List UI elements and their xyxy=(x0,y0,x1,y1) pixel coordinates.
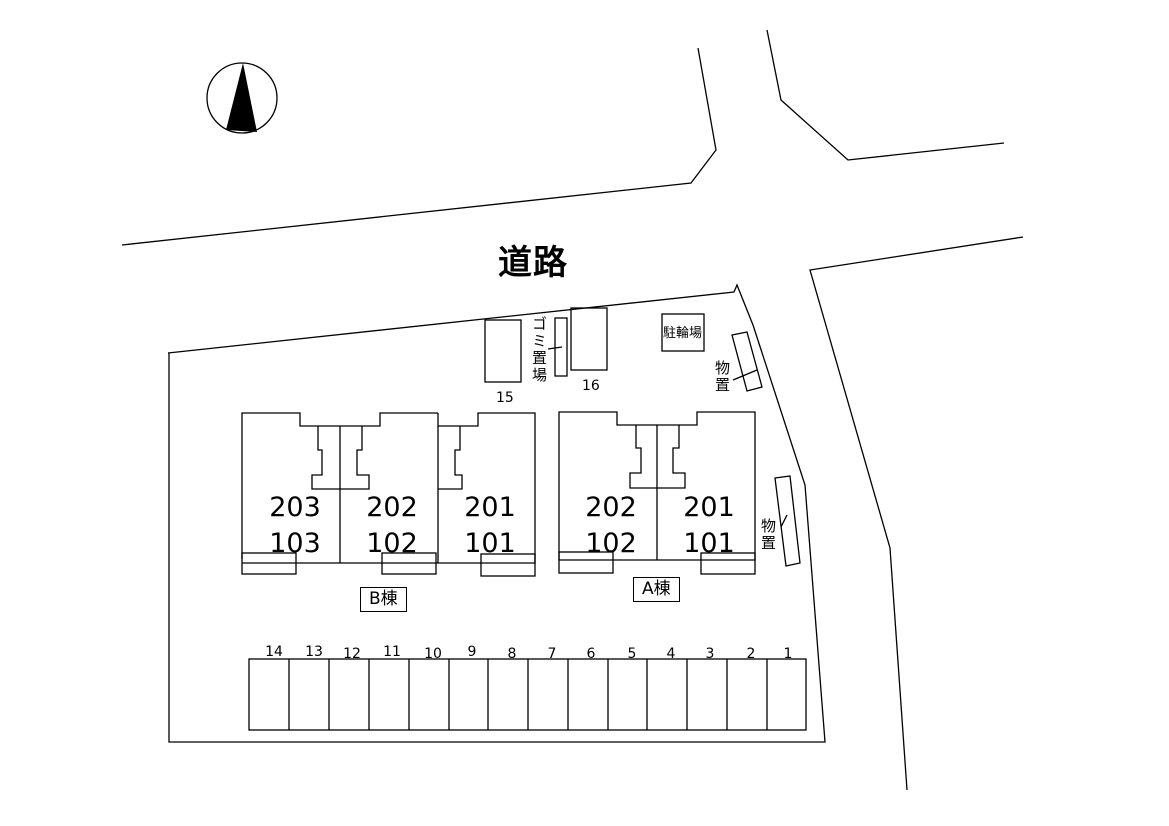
unit-number-upper: 202 xyxy=(585,492,637,523)
bicycle-parking xyxy=(661,313,705,352)
parking-space-15 xyxy=(484,319,522,383)
parking-number: 10 xyxy=(424,646,442,662)
unit-number-upper: 201 xyxy=(464,492,516,523)
storage-1-label: 物置 xyxy=(713,360,731,394)
road-edge-north-right xyxy=(766,29,1005,161)
unit-number-upper: 203 xyxy=(269,492,321,523)
unit-a-201-101: 201 101 xyxy=(664,490,754,562)
parking-number: 12 xyxy=(343,646,361,662)
unit-a-202-102: 202 102 xyxy=(566,490,656,562)
unit-number-lower: 102 xyxy=(366,528,418,559)
north-arrow-icon xyxy=(206,62,278,134)
road-edge-east xyxy=(809,236,1024,791)
parking-number: 6 xyxy=(586,646,596,662)
building-a-outline xyxy=(558,411,756,575)
unit-number-upper: 201 xyxy=(683,492,735,523)
parking-number: 13 xyxy=(305,644,323,660)
unit-b-203-103: 203 103 xyxy=(250,490,340,562)
garbage-area xyxy=(554,317,568,377)
road-label: 道路 xyxy=(498,243,568,283)
parking-row xyxy=(248,658,807,731)
unit-b-201-101: 201 101 xyxy=(445,490,535,562)
parking-space-16 xyxy=(570,307,608,371)
unit-number-lower: 101 xyxy=(683,528,735,559)
unit-b-202-102: 202 102 xyxy=(347,490,437,562)
road-edge-north-left xyxy=(121,47,717,246)
building-b-label: B棟 xyxy=(360,587,407,612)
parking-number: 4 xyxy=(666,646,676,662)
garbage-area-label: ゴミ置場 xyxy=(530,316,548,384)
bicycle-parking-label: 駐輪場 xyxy=(663,326,703,341)
parking-number: 3 xyxy=(705,646,715,662)
parking-number: 14 xyxy=(265,644,283,660)
unit-number-lower: 103 xyxy=(269,528,321,559)
parking-number: 7 xyxy=(547,646,557,662)
property-boundary xyxy=(167,283,826,743)
parking-number: 11 xyxy=(383,644,401,660)
parking-number-15: 15 xyxy=(496,390,514,406)
parking-number: 5 xyxy=(627,646,637,662)
parking-number: 2 xyxy=(746,646,756,662)
parking-number: 9 xyxy=(467,644,477,660)
storage-shed-2 xyxy=(774,475,801,567)
unit-number-lower: 102 xyxy=(585,528,637,559)
unit-number-lower: 101 xyxy=(464,528,516,559)
building-a-label: A棟 xyxy=(633,577,680,602)
parking-number: 1 xyxy=(783,646,793,662)
parking-number: 8 xyxy=(507,646,517,662)
storage-2-label: 物置 xyxy=(759,518,777,552)
parking-number-16: 16 xyxy=(582,378,600,394)
storage-shed-1 xyxy=(731,331,763,392)
unit-number-upper: 202 xyxy=(366,492,418,523)
building-b-outline xyxy=(241,412,536,577)
